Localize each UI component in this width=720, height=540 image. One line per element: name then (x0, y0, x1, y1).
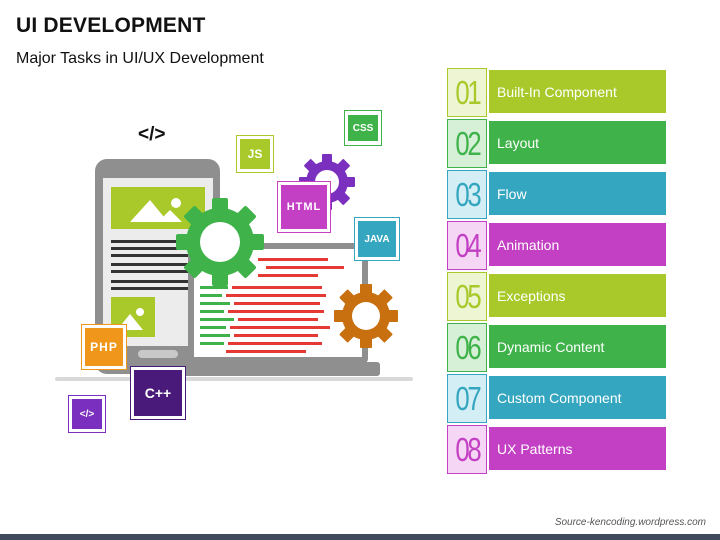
task-label-02: Layout (489, 121, 666, 164)
floor-line (55, 377, 413, 381)
task-row-07: 07 Custom Component (447, 374, 666, 423)
source-credit: Source-kencoding.wordpress.com (554, 517, 706, 528)
task-label-07: Custom Component (489, 376, 666, 419)
css-badge: CSS (344, 110, 382, 146)
task-number-04: 04 (447, 221, 487, 270)
html-badge: HTML (277, 181, 331, 233)
green-gear-icon (176, 198, 264, 286)
task-row-01: 01 Built-In Component (447, 68, 666, 117)
task-label-03: Flow (489, 172, 666, 215)
bottom-bar (0, 534, 720, 540)
task-row-02: 02 Layout (447, 119, 666, 168)
task-row-05: 05 Exceptions (447, 272, 666, 321)
html-badge-label: HTML (281, 185, 327, 229)
task-number-02: 02 (447, 119, 487, 168)
task-row-08: 08 UX Patterns (447, 425, 666, 474)
task-label-08: UX Patterns (489, 427, 666, 470)
java-badge-label: JAVA (358, 221, 396, 257)
laptop-code-lines (200, 258, 344, 353)
css-badge-label: CSS (348, 115, 378, 141)
code-badge-label: </> (72, 399, 102, 429)
ui-development-illustration (55, 154, 413, 381)
task-number-05: 05 (447, 272, 487, 321)
task-number-01: 01 (447, 68, 487, 117)
orange-gear-icon (334, 284, 398, 348)
page-subtitle: Major Tasks in UI/UX Development (16, 50, 264, 67)
task-label-01: Built-In Component (489, 70, 666, 113)
code-badge: </> (68, 395, 106, 433)
page-title: UI DEVELOPMENT (16, 14, 206, 37)
laptop-base (175, 362, 380, 376)
php-badge-label: PHP (85, 328, 123, 366)
code-tag-icon: </> (138, 124, 166, 145)
task-number-06: 06 (447, 323, 487, 372)
task-number-08: 08 (447, 425, 487, 474)
phone-text-lines (111, 240, 205, 290)
cpp-badge: C++ (130, 366, 186, 420)
task-label-05: Exceptions (489, 274, 666, 317)
cpp-badge-label: C++ (134, 370, 182, 416)
task-label-04: Animation (489, 223, 666, 266)
js-badge: JS (236, 135, 274, 173)
task-number-07: 07 (447, 374, 487, 423)
task-number-03: 03 (447, 170, 487, 219)
task-row-04: 04 Animation (447, 221, 666, 270)
phone-home-button (138, 350, 178, 358)
task-label-06: Dynamic Content (489, 325, 666, 368)
java-badge: JAVA (354, 217, 400, 261)
js-badge-label: JS (240, 139, 270, 169)
task-row-03: 03 Flow (447, 170, 666, 219)
php-badge: PHP (81, 324, 127, 370)
task-row-06: 06 Dynamic Content (447, 323, 666, 372)
